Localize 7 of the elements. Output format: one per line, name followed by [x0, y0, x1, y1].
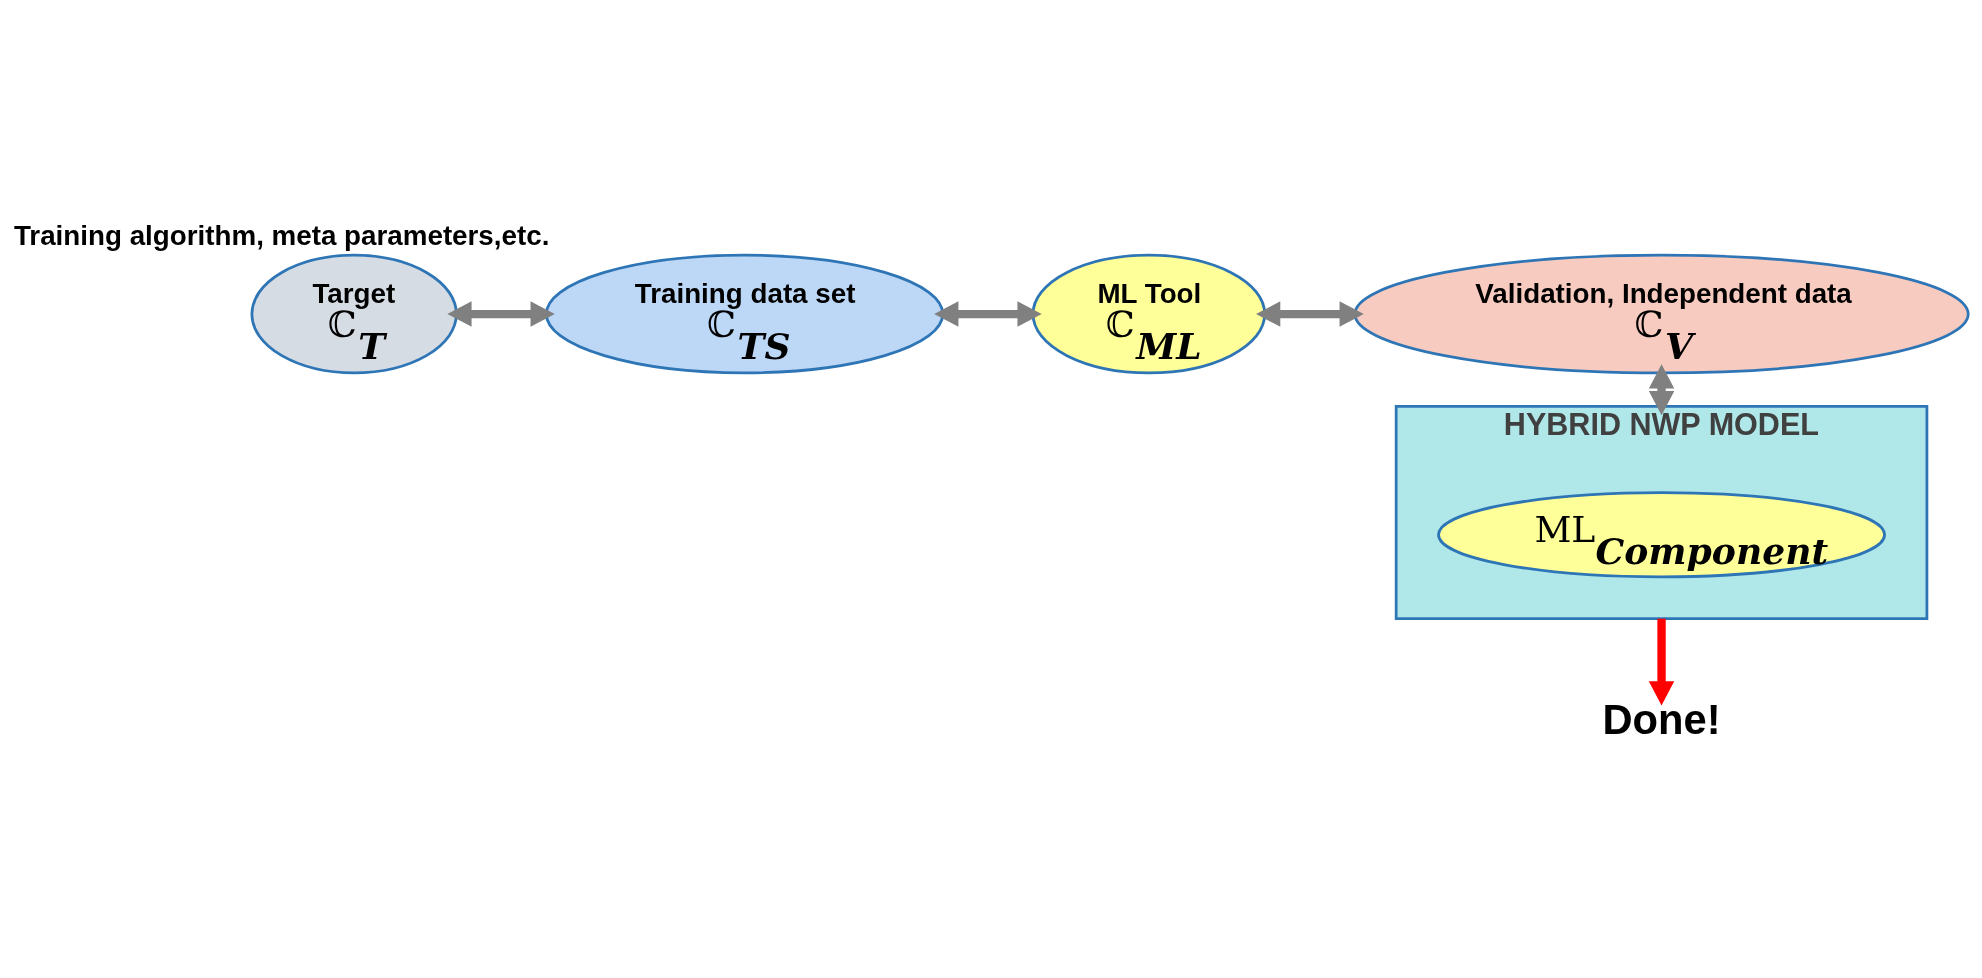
node-text: Done!: [1602, 695, 1721, 743]
arrow: [934, 301, 1042, 327]
arrow: [1256, 301, 1364, 327]
arrow: [1648, 364, 1675, 416]
arrow: [447, 301, 555, 327]
node-label: Training algorithm, meta parameters,etc.: [13, 220, 550, 252]
arrow: [1648, 618, 1675, 706]
